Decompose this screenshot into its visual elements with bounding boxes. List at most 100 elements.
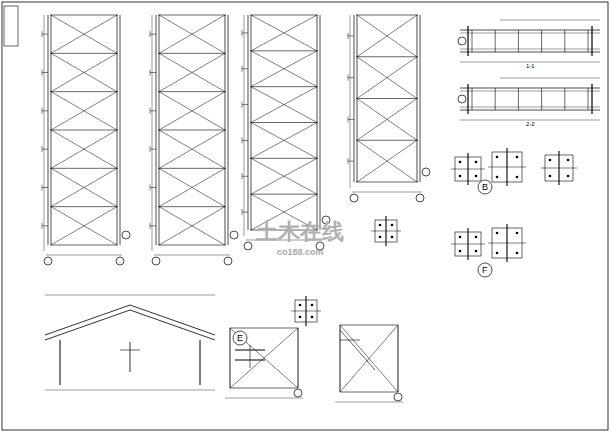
drawing-line: [50, 168, 118, 169]
drawing-line: [356, 56, 418, 57]
drawing-line: [51, 15, 117, 53]
axis-bubble: [458, 95, 466, 103]
bolt-hole: [459, 175, 462, 178]
drawing-line: [242, 176, 248, 177]
section-caption: 2-2: [526, 121, 535, 127]
drawing-line: [42, 146, 43, 152]
drawing-line: [320, 15, 321, 230]
watermark: 土木在线: [256, 221, 344, 243]
drawing-line: [251, 87, 317, 123]
drawing-line: [159, 15, 225, 53]
bolt-hole: [299, 316, 302, 319]
drawing-line: [150, 70, 151, 76]
bolt-hole: [379, 236, 382, 239]
drawing-line: [350, 15, 351, 188]
drawing-line: [150, 31, 151, 37]
drawing-line: [51, 168, 117, 206]
drawing-line: [495, 88, 496, 110]
drawing-line: [251, 51, 317, 87]
drawing-line: [159, 168, 225, 206]
drawing-line: [51, 207, 117, 245]
drawing-line: [588, 88, 589, 110]
axis-bubble: [294, 389, 302, 397]
drawing-line: [50, 130, 118, 131]
drawing-line: [42, 187, 48, 188]
drawing-line: [541, 168, 577, 169]
drawing-line: [340, 340, 360, 341]
bolt-hole: [496, 232, 499, 235]
drawing-line: [152, 15, 153, 251]
drawing-line: [150, 149, 156, 150]
axis-bubble: [116, 257, 124, 265]
drawing-line: [242, 68, 248, 69]
drawing-line: [242, 66, 243, 72]
drawing-line: [150, 146, 151, 152]
drawing-line: [150, 72, 156, 73]
drawing-line: [357, 99, 417, 141]
drawing-line: [158, 15, 226, 16]
bolt-hole: [516, 252, 519, 255]
axis-bubble: [233, 331, 247, 345]
drawing-line: [348, 161, 354, 162]
bolt-hole: [459, 236, 462, 239]
drawing-line: [225, 398, 303, 399]
section-caption: 1-1: [526, 63, 535, 69]
drawing-line: [150, 223, 151, 229]
drawing-line: [158, 91, 226, 92]
drawing-line: [348, 119, 354, 120]
drawing-line: [398, 325, 399, 392]
drawing-line: [242, 137, 243, 143]
drawing-line: [200, 340, 201, 385]
drawing-line: [42, 34, 48, 35]
drawing-line: [340, 392, 398, 393]
bolt-hole: [379, 224, 382, 227]
bolt-hole: [567, 175, 570, 178]
drawing-line: [348, 116, 349, 122]
drawing-line: [467, 26, 468, 56]
drawing-line: [51, 92, 117, 130]
drawing-line: [340, 325, 341, 392]
drawing-line: [354, 15, 355, 182]
drawing-line: [357, 99, 417, 141]
drawing-line: [50, 15, 118, 16]
drawing-line: [159, 15, 225, 53]
axis-bubble: [350, 194, 358, 202]
bolt-hole: [475, 175, 478, 178]
drawing-line: [159, 53, 225, 91]
drawing-line: [150, 225, 156, 226]
drawing-line: [251, 15, 317, 51]
drawing-line: [230, 388, 298, 389]
drawing-line: [460, 49, 600, 50]
bolt-hole: [516, 156, 519, 159]
drawing-line: [42, 70, 43, 76]
drawing-line: [356, 98, 418, 99]
bolt-hole: [516, 176, 519, 179]
callout-letter: F: [482, 266, 488, 275]
drawing-line: [158, 245, 226, 246]
bolt-hole: [311, 304, 314, 307]
drawing-line: [51, 15, 117, 53]
drawing-line: [518, 88, 519, 110]
drawing-line: [51, 130, 117, 168]
drawing-line: [564, 30, 565, 52]
axis-bubble: [122, 231, 130, 239]
drawing-line: [158, 206, 226, 207]
drawing-line: [42, 110, 48, 111]
drawing-line: [500, 20, 600, 21]
axis-bubble: [416, 194, 424, 202]
drawing-line: [159, 92, 225, 130]
drawing-line: [356, 182, 418, 183]
drawing-line: [228, 15, 229, 245]
drawing-line: [50, 206, 118, 207]
drawing-line: [150, 187, 156, 188]
drawing-line: [242, 32, 248, 33]
drawing-line: [51, 92, 117, 130]
drawing-line: [460, 52, 600, 53]
drawing-line: [230, 328, 298, 388]
drawing-line: [51, 207, 117, 245]
bolt-hole: [516, 232, 519, 235]
drawing-line: [230, 328, 298, 388]
drawing-line: [51, 53, 117, 91]
